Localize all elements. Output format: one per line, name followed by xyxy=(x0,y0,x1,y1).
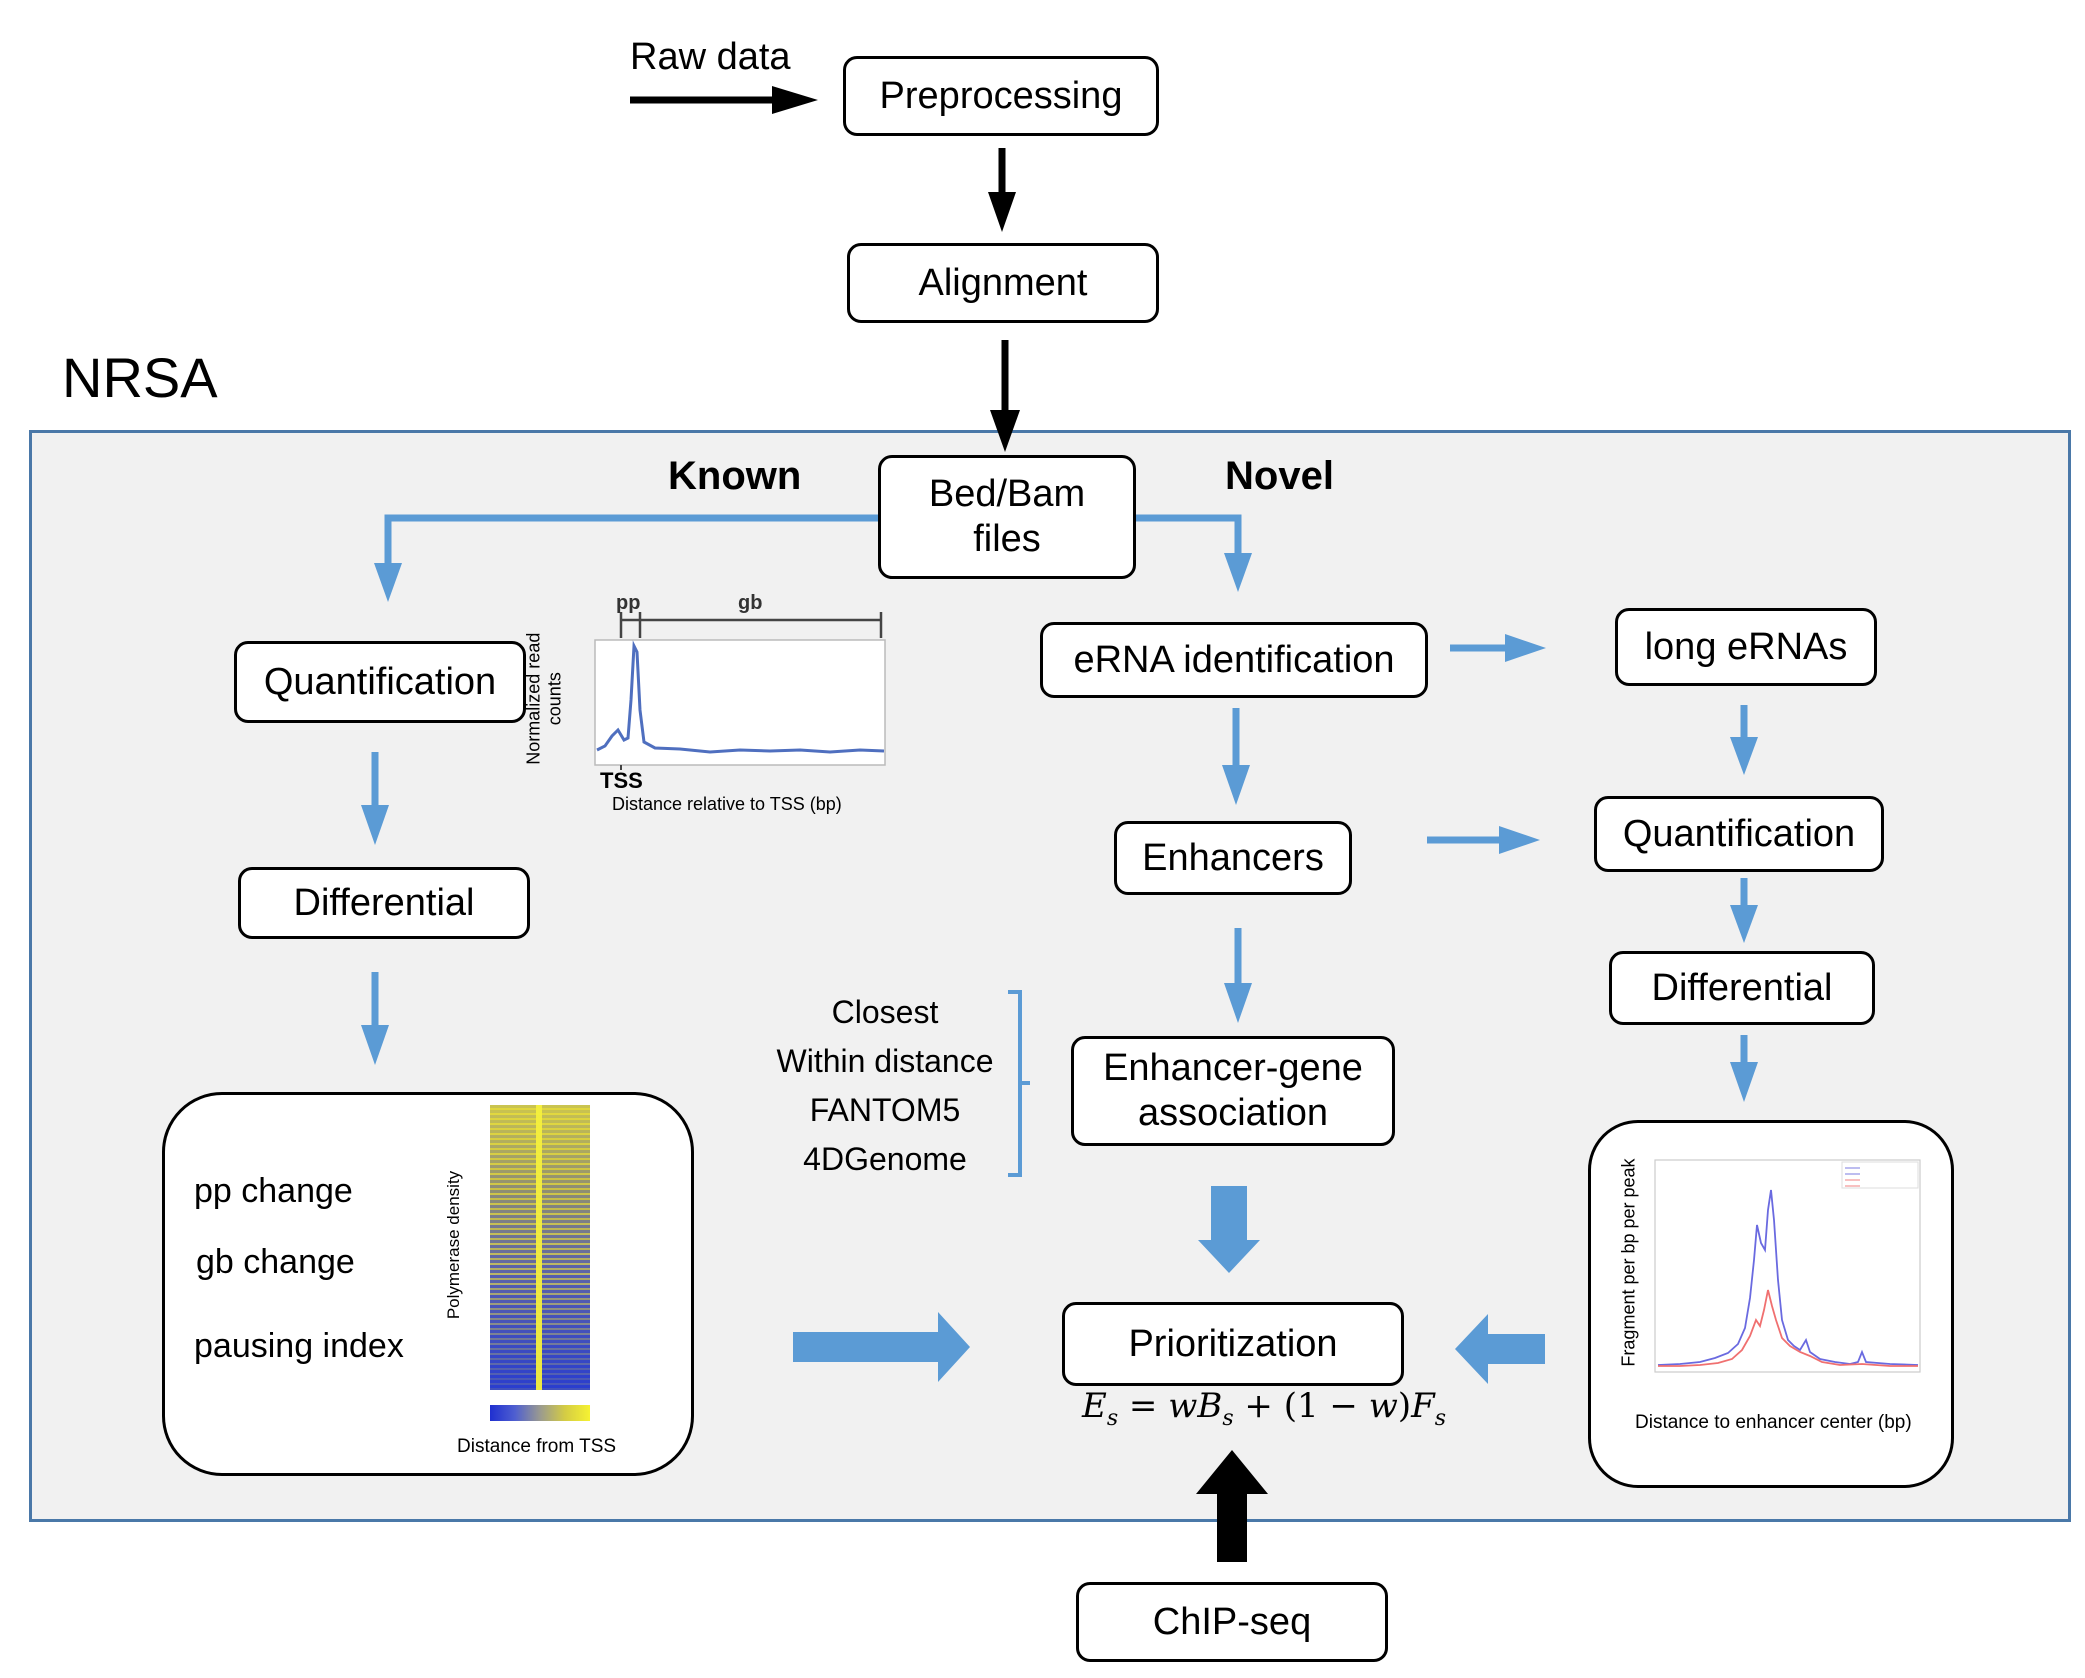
enhancer-profile-plot xyxy=(1654,1159,1921,1373)
enhancer-gene-association-box: Enhancer-gene association xyxy=(1071,1036,1395,1146)
prioritization-label: Prioritization xyxy=(1128,1322,1338,1365)
methods-bracket xyxy=(1008,990,1030,1177)
preprocessing-label: Preprocessing xyxy=(879,74,1123,117)
method-fantom5: FANTOM5 xyxy=(809,1092,961,1128)
tss-profile-ylabel: Normalized read counts xyxy=(523,633,564,765)
novel-quantification-label: Quantification xyxy=(1622,812,1856,855)
nrsa-title: NRSA xyxy=(62,346,218,409)
metric-pausing-index: pausing index xyxy=(194,1327,404,1365)
chipseq-box: ChIP-seq xyxy=(1076,1582,1388,1662)
novel-quantification-box: Quantification xyxy=(1594,796,1884,872)
known-quantification-label: Quantification xyxy=(263,660,497,703)
prioritization-formula: Es = wBs + (1 − w)Fs xyxy=(1082,1386,1446,1431)
polymerase-heatmap xyxy=(490,1105,590,1390)
tss-profile-ylabel-line1: Normalized read xyxy=(523,632,544,765)
association-label-line2: association xyxy=(1137,1092,1329,1134)
known-quantification-box: Quantification xyxy=(234,641,526,723)
known-differential-label: Differential xyxy=(293,881,475,924)
known-results-box xyxy=(162,1092,694,1476)
raw-data-label: Raw data xyxy=(630,36,791,78)
tss-profile-gb: gb xyxy=(738,592,763,614)
tss-profile-figure: pp gb TSS Distance relative to TSS (bp) … xyxy=(523,590,900,820)
heatmap-colorbar xyxy=(490,1405,590,1421)
polymerase-heatmap-figure: Polymerase density Distance from TSS xyxy=(444,1100,655,1470)
association-methods: Closest Within distance FANTOM5 4DGenome xyxy=(760,988,1010,1184)
method-within-distance: Within distance xyxy=(776,1043,994,1079)
novel-differential-label: Differential xyxy=(1651,966,1833,1009)
erna-identification-box: eRNA identification xyxy=(1040,622,1428,698)
long-ernas-label: long eRNAs xyxy=(1644,625,1848,668)
long-ernas-box: long eRNAs xyxy=(1615,608,1877,686)
metric-pp-change: pp change xyxy=(194,1172,353,1210)
enhancers-box: Enhancers xyxy=(1114,821,1352,895)
bedbam-box: Bed/Bam files xyxy=(878,455,1136,579)
tss-profile-tss: TSS xyxy=(600,768,643,793)
heatmap-ylabel: Polymerase density xyxy=(444,1170,464,1320)
preprocessing-box: Preprocessing xyxy=(843,56,1159,136)
novel-differential-box: Differential xyxy=(1609,951,1875,1025)
alignment-box: Alignment xyxy=(847,243,1159,323)
tss-profile-xlabel: Distance relative to TSS (bp) xyxy=(612,794,842,814)
bedbam-label-line2: files xyxy=(973,518,1041,560)
tss-profile-ylabel-line2: counts xyxy=(544,672,565,726)
erna-identification-label: eRNA identification xyxy=(1073,638,1395,681)
prioritization-box: Prioritization xyxy=(1062,1302,1404,1386)
tss-profile-plot xyxy=(594,612,886,770)
heatmap-xlabel: Distance from TSS xyxy=(457,1436,617,1457)
known-differential-box: Differential xyxy=(238,867,530,939)
method-closest: Closest xyxy=(831,994,939,1030)
tss-profile-pp: pp xyxy=(616,592,641,614)
association-label-line1: Enhancer-gene xyxy=(1103,1047,1363,1090)
enhancer-profile-ylabel: Fragment per bp per peak xyxy=(1618,1158,1639,1367)
metric-gb-change: gb change xyxy=(196,1243,355,1281)
chipseq-label: ChIP-seq xyxy=(1152,1600,1312,1643)
known-label: Known xyxy=(668,454,802,498)
blue-arrows xyxy=(361,514,1758,1384)
method-4dgenome: 4DGenome xyxy=(803,1141,967,1177)
enhancers-label: Enhancers xyxy=(1142,836,1324,879)
enhancer-profile-xlabel: Distance to enhancer center (bp) xyxy=(1635,1412,1912,1433)
bedbam-label-line1: Bed/Bam xyxy=(928,473,1086,516)
novel-label: Novel xyxy=(1225,454,1334,498)
alignment-label: Alignment xyxy=(918,261,1088,304)
enhancer-profile-figure: Fragment per bp per peak Distance to enh… xyxy=(1600,1140,1950,1440)
black-arrows xyxy=(630,86,1268,1562)
